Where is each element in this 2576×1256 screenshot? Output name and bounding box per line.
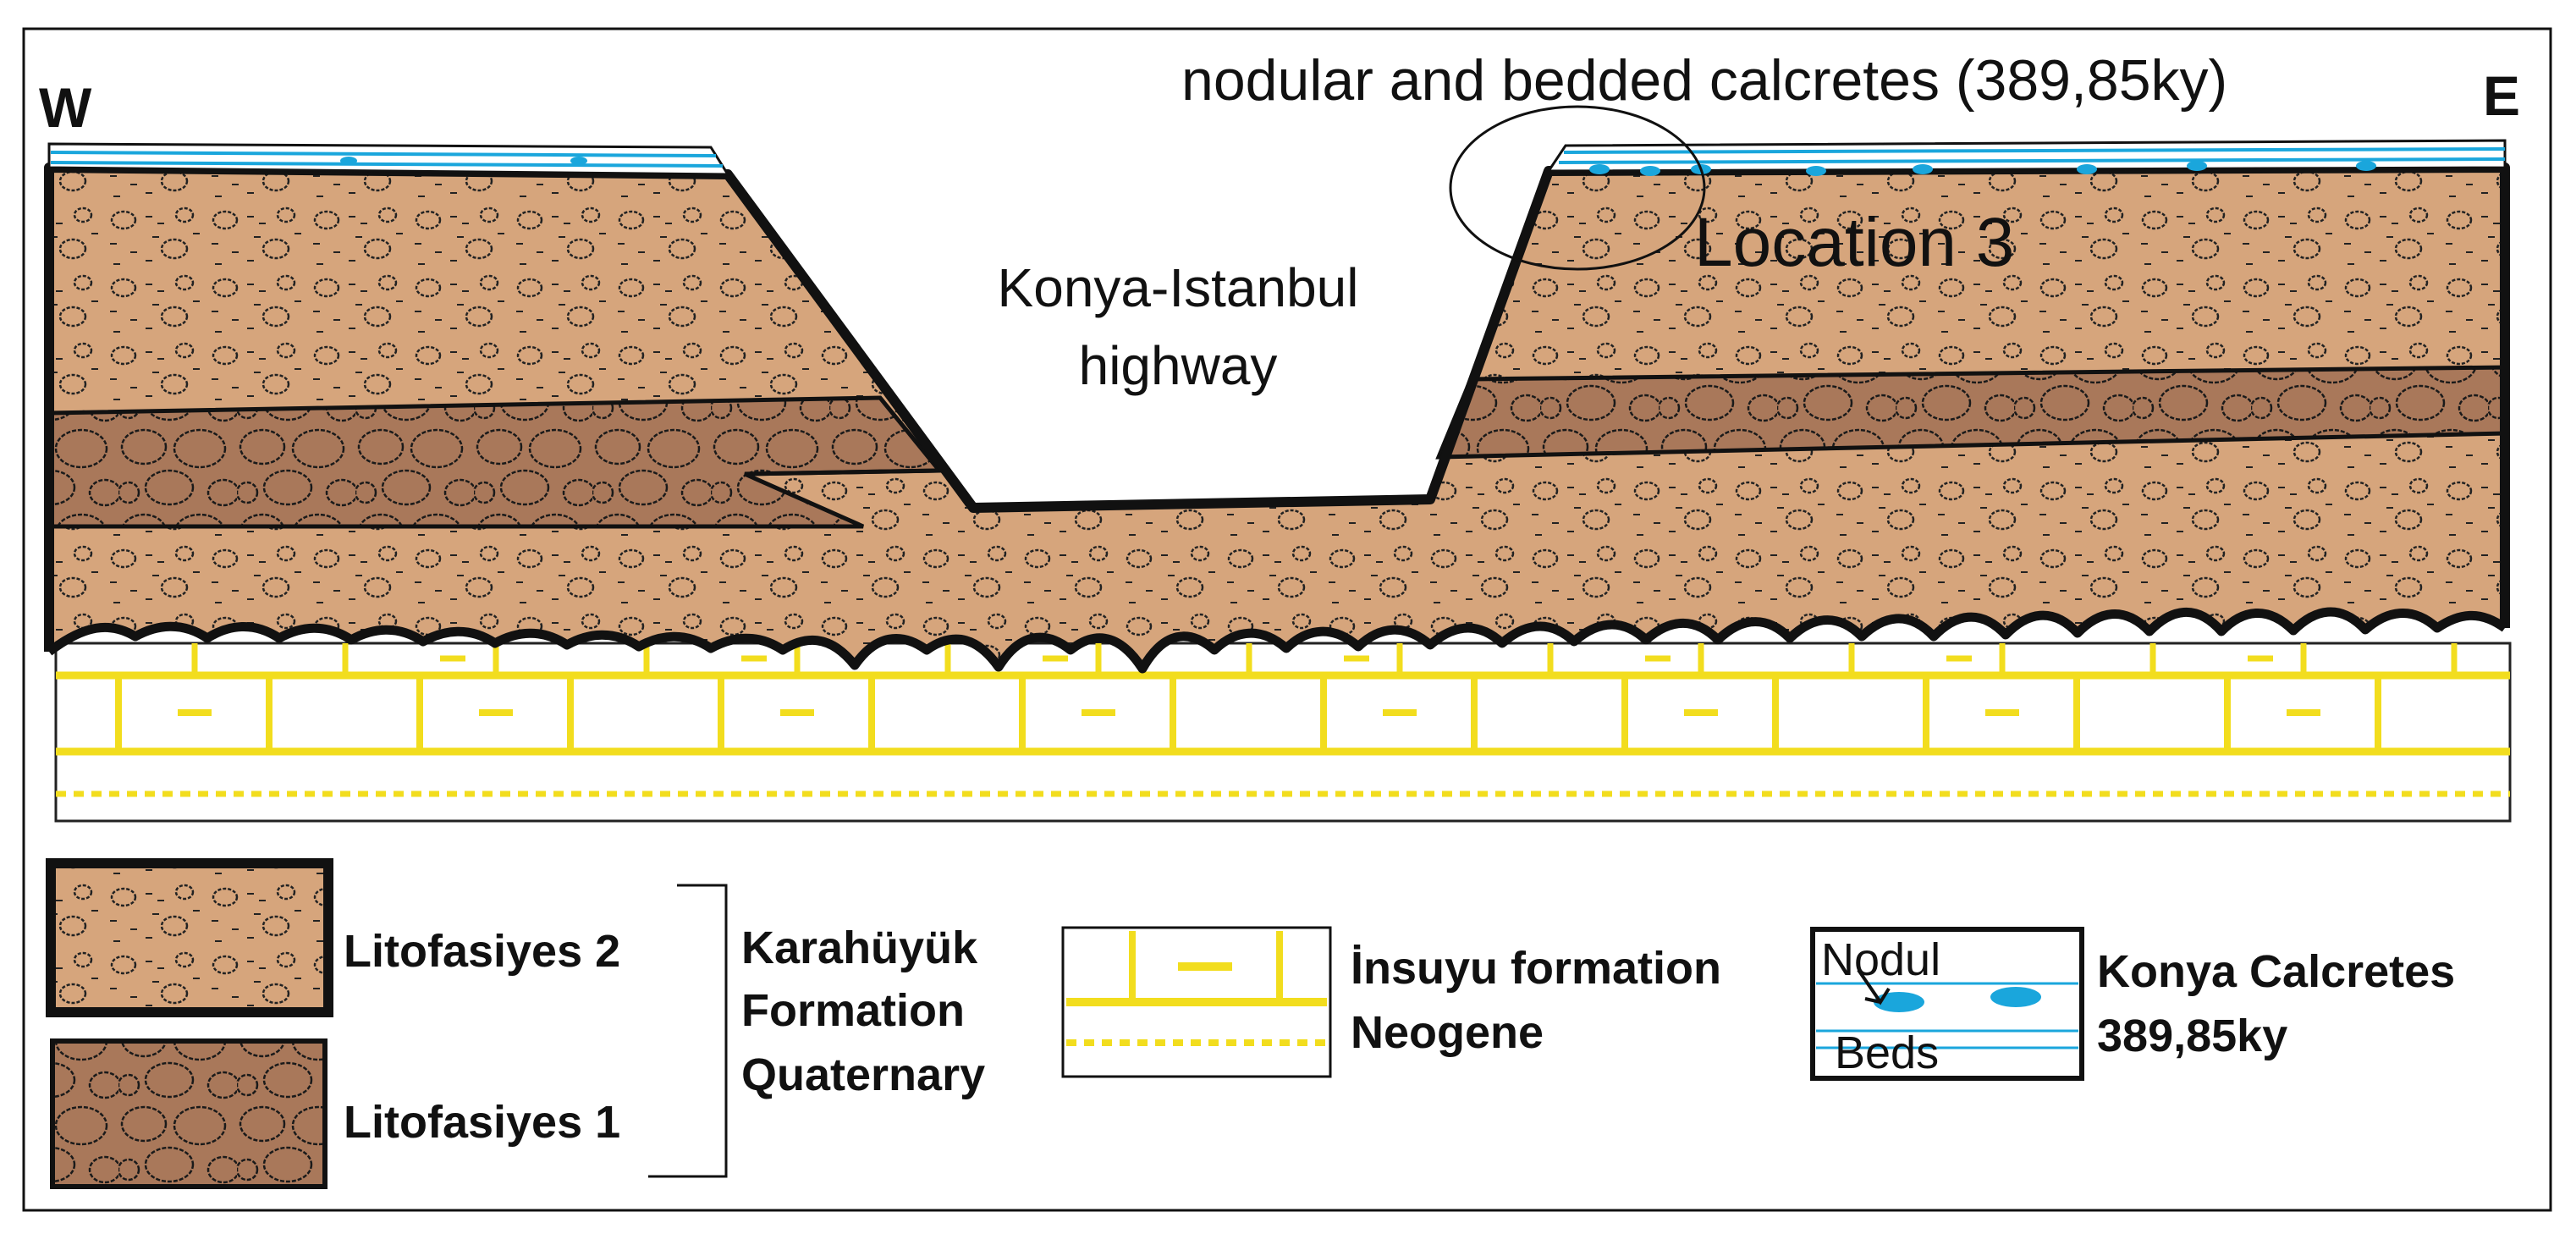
outer-frame (22, 27, 2552, 1212)
legend-formation-line2: Formation (741, 985, 965, 1036)
legend-insuyu-line2: Neogene (1351, 1007, 1544, 1058)
legend-lito1-swatch (50, 1038, 328, 1189)
legend-insuyu-swatch (1061, 926, 1332, 1078)
lito1-west-band (47, 395, 944, 529)
legend-lito2-label: Litofasiyes 2 (344, 926, 620, 977)
location-label: Location 3 (1694, 204, 2014, 281)
legend-calcrete-box-top: Nodul (1821, 934, 1940, 985)
legend-calcrete-line1: Konya Calcretes (2097, 946, 2455, 997)
callout-circle (1449, 105, 1706, 271)
highway-label-line2: highway (1079, 335, 1278, 396)
unconformity-line (46, 607, 2508, 674)
insuyu-limestone-basement (54, 642, 2512, 823)
callout-label: nodular and bedded calcretes (389,85ky) (1181, 48, 2227, 113)
calcrete-cap-west (47, 142, 730, 176)
legend-lito2-swatch (46, 858, 333, 1017)
legend-formation-line1: Karahüyük (741, 923, 978, 973)
lito2-body (49, 168, 2505, 669)
calcrete-cap-east (1546, 139, 2507, 176)
legend: Litofasiyes 2 Litofasiyes 1 Karahüyük Fo… (46, 858, 2455, 1189)
highway-label-line1: Konya-Istanbul (998, 257, 1359, 318)
legend-insuyu-line1: İnsuyu formation (1351, 943, 1721, 994)
legend-calcrete-box-bottom: Beds (1835, 1027, 1939, 1078)
lito1-tongue-line (744, 468, 942, 477)
west-label: W (39, 76, 92, 139)
legend-lito1-label: Litofasiyes 1 (344, 1097, 620, 1148)
legend-calcrete-line2: 389,85ky (2097, 1011, 2287, 1061)
legend-calcrete-swatch (1810, 927, 2084, 1081)
legend-formation-line3: Quaternary (741, 1049, 985, 1100)
east-label: E (2483, 64, 2520, 127)
legend-bracket (648, 884, 728, 1178)
